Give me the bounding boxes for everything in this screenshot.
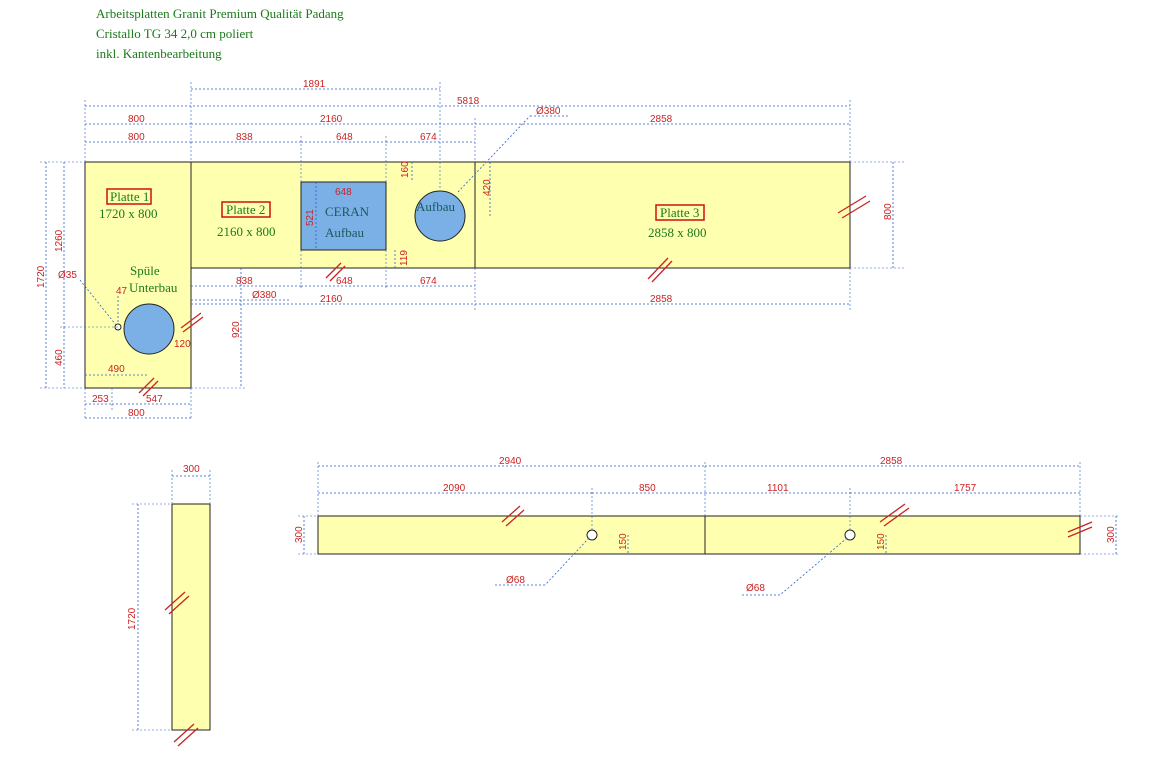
dim-648-a: 648 [336,132,353,143]
lower-dimensions: 838 648 674 2160 2858 Ø380 920 120 490 2… [84,250,851,420]
slab-platte-3 [474,161,851,269]
dim-674-b: 674 [420,276,437,287]
platte-1-box [106,188,152,205]
title-line-2: Cristallo TG 34 2,0 cm poliert [96,26,254,41]
top-dimensions: 1891 5818 800 2160 2858 800 838 648 674 … [84,79,851,193]
dim-o68-a: Ø68 [506,575,525,586]
dim-253: 253 [92,394,109,405]
dim-800-r: 800 [883,203,894,220]
dim-160: 160 [400,161,411,178]
aufbau-cutout [414,190,466,242]
strip-vertical [171,503,211,731]
dim-2858-a: 2858 [650,114,673,125]
dim-850: 850 [639,483,656,494]
dim-1757: 1757 [954,483,977,494]
drawing-title: Arbeitsplatten Granit Premium Qualität P… [96,4,344,64]
dim-1720-strip: 1720 [127,607,138,630]
dim-o68-b: Ø68 [746,583,765,594]
dim-460: 460 [54,349,65,366]
strip-vertical-dims: 300 1720 [127,464,211,747]
dim-2090: 2090 [443,483,466,494]
dim-o35: Ø35 [58,270,77,281]
inner-dimensions: 160 420 648 521 119 [305,161,493,268]
platte-3-size: 2858 x 800 [648,225,707,240]
ceran-label-1: CERAN [325,204,370,219]
sink-cutout [123,303,175,355]
dim-o380-b: Ø380 [252,290,277,301]
dim-547: 547 [146,394,163,405]
dim-648-b: 648 [336,276,353,287]
dim-1720: 1720 [36,265,47,288]
dim-120: 120 [174,339,191,350]
dim-2940: 2940 [499,456,522,467]
platte-3-label: Platte 3 [660,205,699,220]
dim-2858-c: 2858 [880,456,903,467]
dim-420: 420 [482,179,493,196]
dim-47: 47 [116,286,128,297]
platte-2-label: Platte 2 [226,202,265,217]
platte-2-size: 2160 x 800 [217,224,276,239]
dim-648-in: 648 [335,187,352,198]
dim-490: 490 [108,364,125,375]
dim-2160-a: 2160 [320,114,343,125]
platte-1-size: 1720 x 800 [99,206,158,221]
dim-1891: 1891 [303,79,326,90]
spuele-label-2: Unterbau [129,280,178,295]
ceran-cutout [300,181,387,251]
dim-800-a: 800 [128,114,145,125]
dim-800-b: 800 [128,132,145,143]
strip-horizontal-dims: 2940 2858 2090 850 1101 1757 300 300 150… [294,456,1120,596]
dim-920: 920 [231,321,242,338]
right-dimensions: 800 [850,161,905,269]
cut-marks [138,195,871,397]
strip-horizontal-1 [317,515,706,555]
dim-150-a: 150 [618,533,629,550]
dim-674-a: 674 [420,132,437,143]
aufbau-label: Aufbau [416,199,455,214]
dim-838-a: 838 [236,132,253,143]
dim-300-l: 300 [294,526,305,543]
dim-150-b: 150 [876,533,887,550]
ceran-label-2: Aufbau [325,225,364,240]
dim-o380-a: Ø380 [536,106,561,117]
dim-800-c: 800 [128,408,145,419]
dim-1260: 1260 [54,229,65,252]
title-line-3: inkl. Kantenbearbeitung [96,46,222,61]
dim-2858-b: 2858 [650,294,673,305]
dim-521: 521 [305,209,316,226]
dim-1101: 1101 [767,483,789,494]
platte-1-label: Platte 1 [110,189,149,204]
strip-horizontal-2 [704,515,1081,555]
dim-300-top: 300 [183,464,200,475]
dim-2160-b: 2160 [320,294,343,305]
spuele-label-1: Spüle [130,263,160,278]
dim-5818: 5818 [457,96,480,107]
dim-838-b: 838 [236,276,253,287]
left-dimensions: 1720 1260 460 Ø35 47 [36,161,128,389]
title-line-1: Arbeitsplatten Granit Premium Qualität P… [96,6,344,21]
platte-2-box [221,201,271,218]
dim-300-r: 300 [1106,526,1117,543]
platte-3-box [655,204,705,221]
dim-119: 119 [399,250,410,266]
